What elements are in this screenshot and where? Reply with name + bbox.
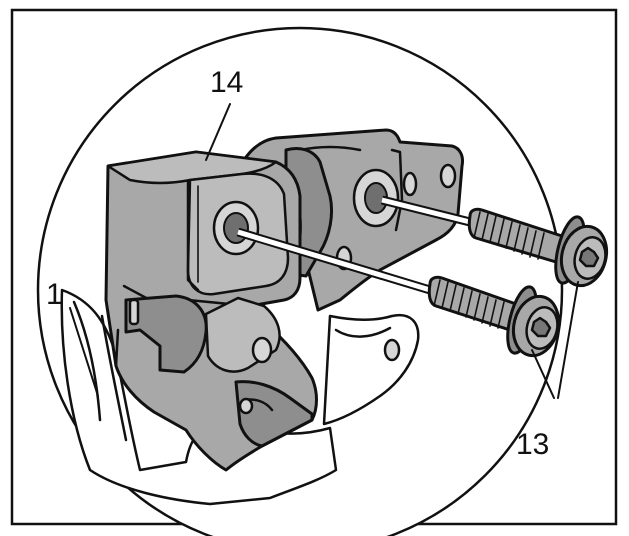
- callout-13: 13: [516, 428, 549, 461]
- bolt-lower: [427, 275, 561, 358]
- leader-lines: [69, 103, 579, 399]
- leader-1: [69, 307, 99, 397]
- lock-housing: [104, 150, 318, 472]
- callout-1: 1: [46, 278, 63, 311]
- leader-13-lower: [531, 349, 555, 399]
- body-panel: [60, 288, 420, 506]
- leader-14: [205, 103, 231, 161]
- callout-14: 14: [210, 66, 243, 99]
- bolt-upper: [467, 207, 609, 288]
- axis-lines: [236, 195, 472, 295]
- leader-13-upper: [557, 281, 579, 399]
- lock-rear-plate: [242, 128, 464, 312]
